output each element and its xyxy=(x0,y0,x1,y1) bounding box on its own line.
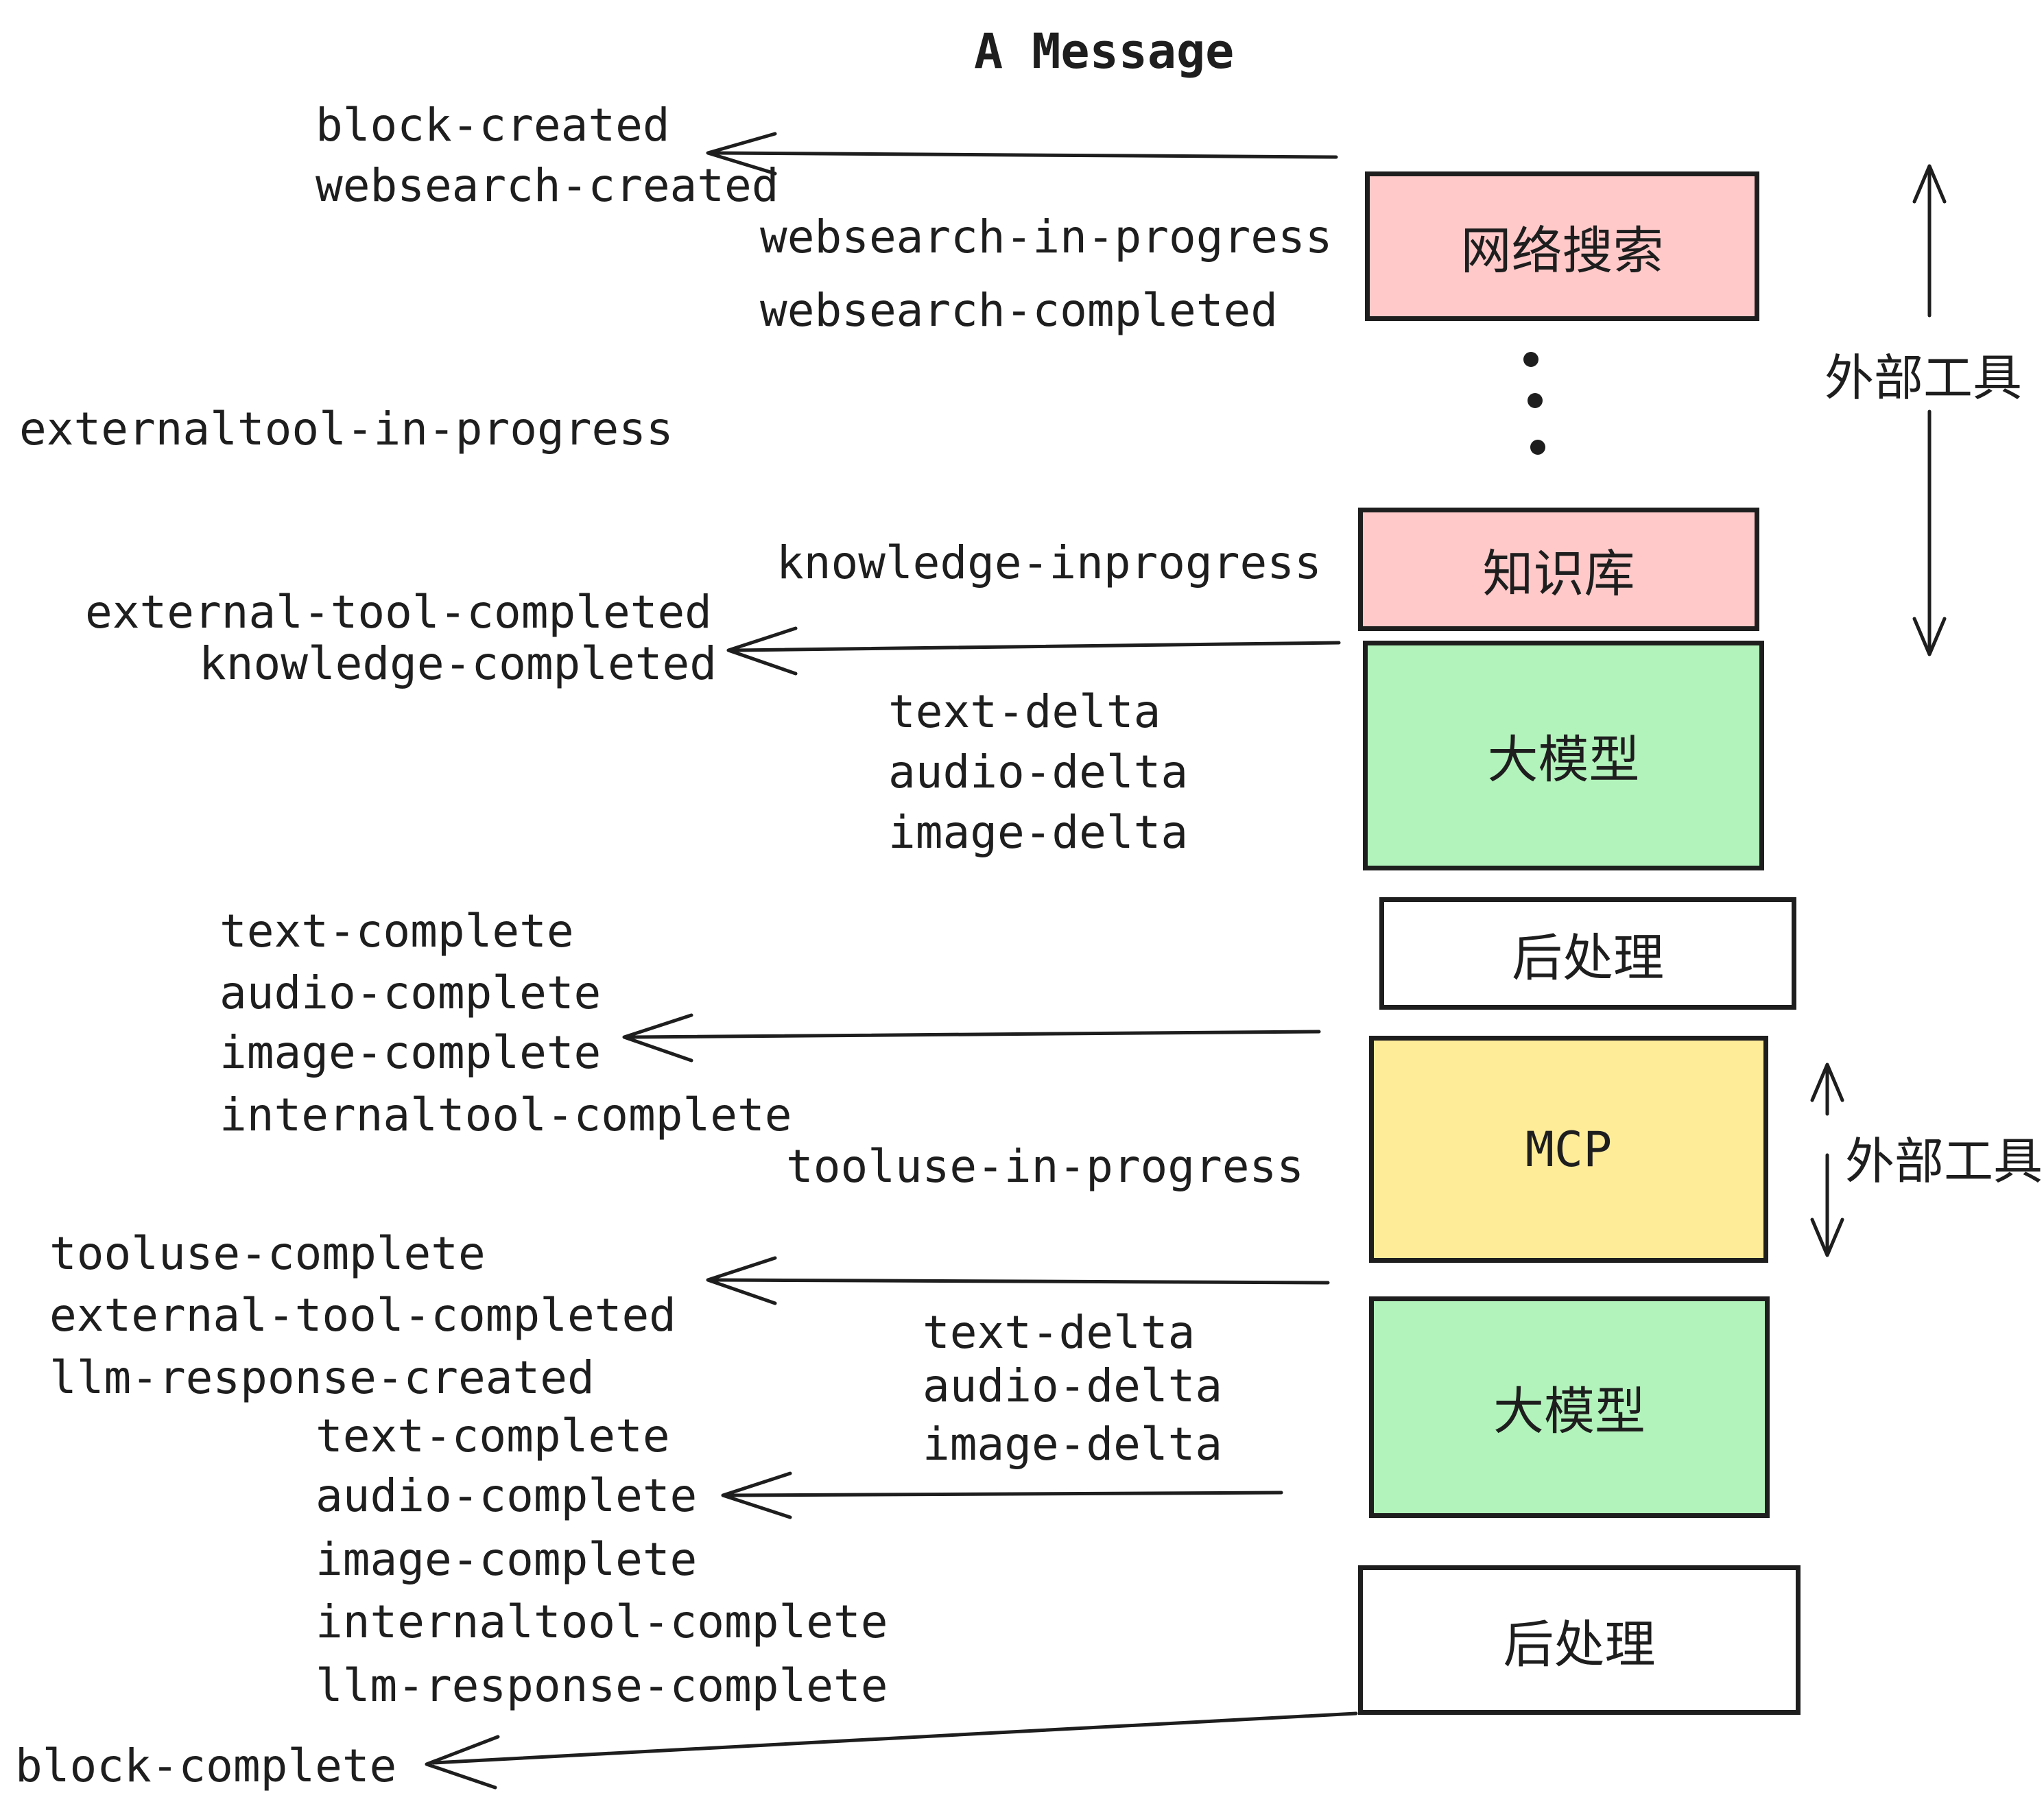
postprocess-box-top-label: 后处理 xyxy=(1512,928,1664,988)
event-websearch-in-progress: websearch-in-progress xyxy=(760,211,1333,263)
event-block-created: block-created xyxy=(316,99,670,152)
llm-box-top: 大模型 xyxy=(1363,641,1764,870)
diagram-title: A Message xyxy=(974,23,1235,80)
knowledge-box: 知识库 xyxy=(1358,508,1759,631)
event-llm-response-complete: llm-response-complete xyxy=(316,1659,888,1712)
event-internaltool-complete-2: internaltool-complete xyxy=(316,1595,888,1648)
mcp-box-label: MCP xyxy=(1525,1121,1613,1178)
external-tools-label-bottom: 外部工具 xyxy=(1845,1132,2043,1190)
event-externaltool-in-progress: externaltool-in-progress xyxy=(19,403,674,455)
event-knowledge-completed: knowledge-completed xyxy=(199,637,717,690)
arrow-knowledge-completed xyxy=(726,626,1341,676)
arrow-audio-complete xyxy=(721,1471,1283,1519)
event-external-tool-completed-2: external-tool-completed xyxy=(49,1289,676,1342)
event-websearch-created: websearch-created xyxy=(316,159,779,212)
event-block-complete: block-complete xyxy=(15,1740,397,1792)
mcp-box: MCP xyxy=(1369,1036,1768,1263)
llm-box-bottom: 大模型 xyxy=(1369,1296,1770,1518)
postprocess-box-bottom-label: 后处理 xyxy=(1503,1615,1656,1674)
event-tooluse-in-progress: tooluse-in-progress xyxy=(786,1140,1304,1193)
event-llm-response-created: llm-response-created xyxy=(49,1351,595,1404)
llm-box-bottom-label: 大模型 xyxy=(1493,1382,1645,1441)
event-websearch-completed: websearch-completed xyxy=(760,284,1278,337)
arrow-block-created xyxy=(706,132,1338,176)
event-text-delta-2: text-delta xyxy=(923,1306,1196,1359)
knowledge-box-label: 知识库 xyxy=(1482,544,1635,604)
event-text-complete-2: text-complete xyxy=(316,1410,670,1462)
external-tools-label-top: 外部工具 xyxy=(1825,349,2023,407)
arrow-block-complete xyxy=(425,1711,1358,1790)
event-text-complete-1: text-complete xyxy=(219,905,574,958)
double-arrow-external-tools-bottom xyxy=(1810,1063,1844,1257)
event-tooluse-complete: tooluse-complete xyxy=(49,1227,486,1280)
llm-box-top-label: 大模型 xyxy=(1487,731,1640,790)
event-internaltool-complete-1: internaltool-complete xyxy=(219,1089,792,1141)
event-audio-delta-2: audio-delta xyxy=(923,1360,1223,1412)
arrow-tooluse-complete xyxy=(706,1256,1330,1305)
event-image-delta-1: image-delta xyxy=(888,806,1189,859)
arrow-image-complete xyxy=(622,1013,1321,1063)
postprocess-box-bottom: 后处理 xyxy=(1358,1565,1801,1715)
event-image-complete-2: image-complete xyxy=(316,1533,698,1586)
event-knowledge-inprogress: knowledge-inprogress xyxy=(776,536,1322,589)
double-arrow-external-tools-top xyxy=(1912,164,1947,656)
websearch-box-label: 网络搜索 xyxy=(1460,221,1664,281)
event-external-tool-completed-1: external-tool-completed xyxy=(85,586,712,639)
postprocess-box-top: 后处理 xyxy=(1379,897,1796,1010)
event-audio-delta-1: audio-delta xyxy=(888,746,1189,798)
websearch-box: 网络搜索 xyxy=(1365,171,1759,321)
event-image-delta-2: image-delta xyxy=(923,1418,1223,1471)
ellipsis-dots xyxy=(1523,352,1545,455)
event-image-complete-1: image-complete xyxy=(219,1026,602,1079)
event-text-delta-1: text-delta xyxy=(888,685,1161,738)
event-audio-complete-2: audio-complete xyxy=(316,1469,698,1522)
event-audio-complete-1: audio-complete xyxy=(219,966,602,1019)
